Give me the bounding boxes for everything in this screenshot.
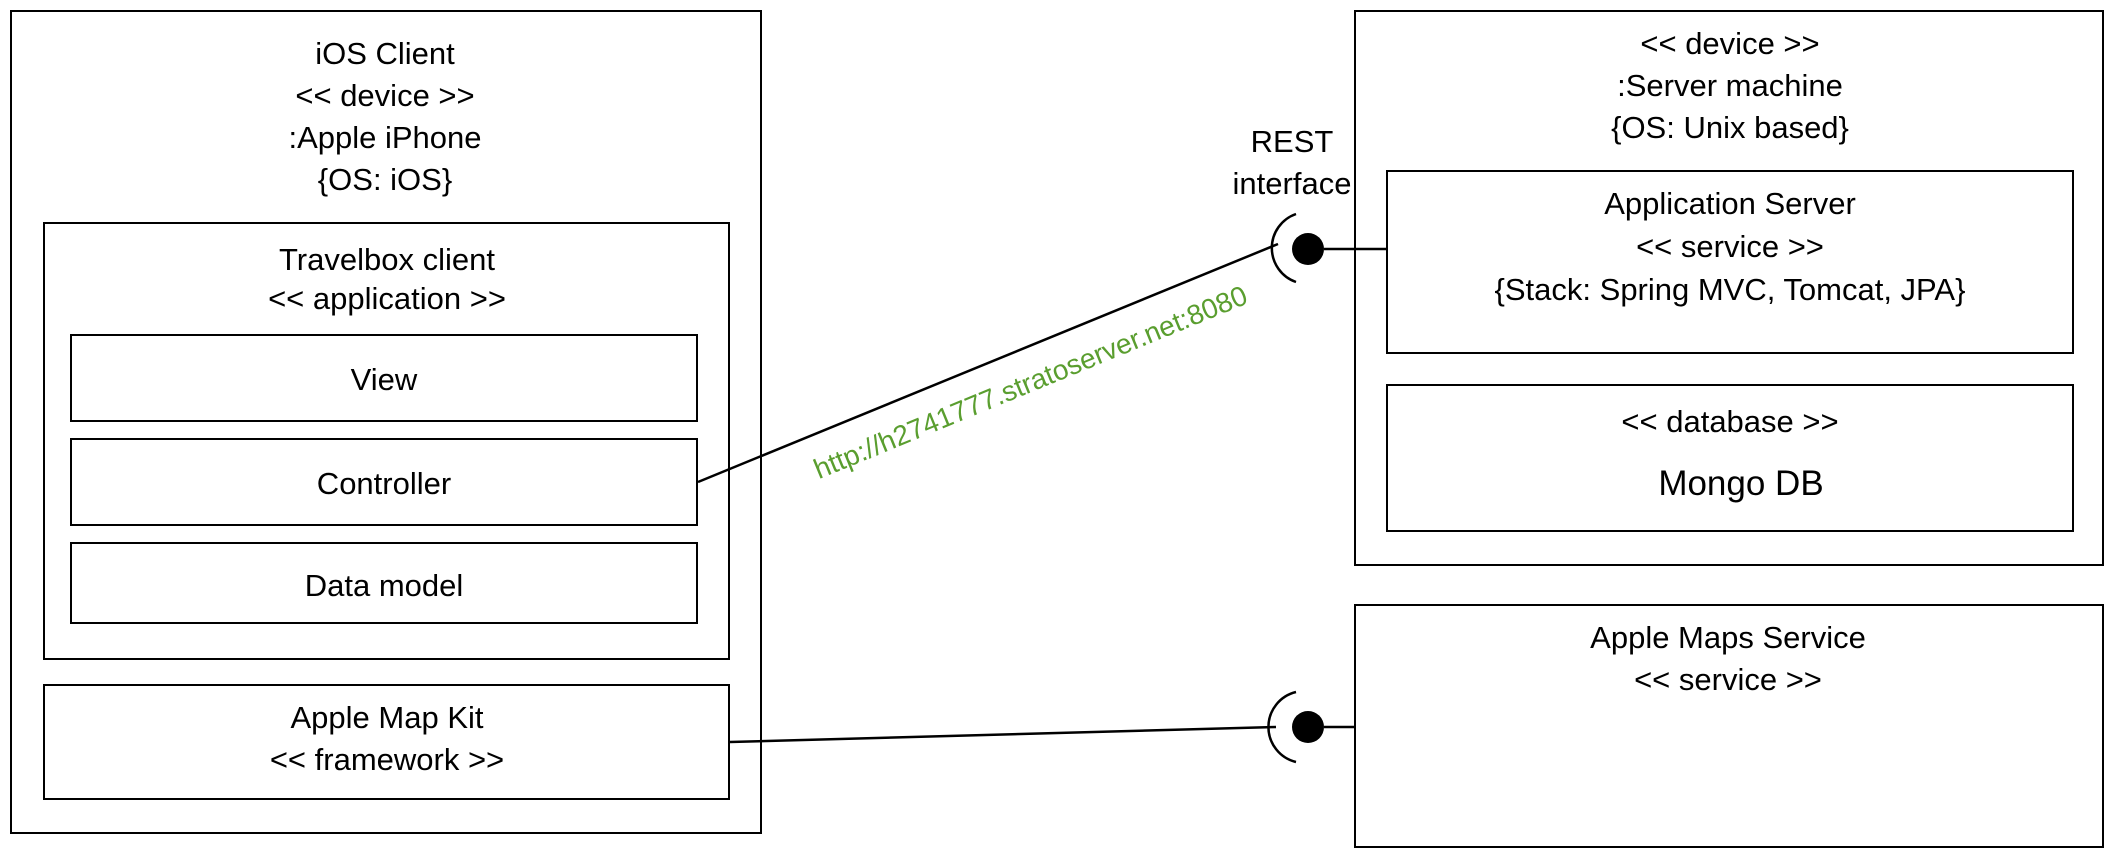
rest-interface-label-line2: interface <box>1232 166 1352 201</box>
apple-maps-service-stereotype: << service >> <box>1634 662 1822 697</box>
database-node <box>1386 384 2074 532</box>
application-server-title: Application Server <box>1604 186 1856 221</box>
data-model-component <box>70 542 698 624</box>
apple-maps-service-node <box>1354 604 2104 848</box>
travelbox-client-stereotype: << application >> <box>268 281 506 316</box>
ios-client-title: iOS Client <box>315 36 455 71</box>
ios-client-os: {OS: iOS} <box>317 162 453 197</box>
application-server-stereotype: << service >> <box>1636 229 1824 264</box>
view-component <box>70 334 698 422</box>
travelbox-client-node <box>43 222 730 660</box>
controller-component <box>70 438 698 526</box>
apple-maps-service-title: Apple Maps Service <box>1590 620 1866 655</box>
rest-socket-icon <box>1270 212 1297 284</box>
server-machine-node <box>1354 10 2104 566</box>
view-component-label: View <box>350 362 418 397</box>
travelbox-client-title: Travelbox client <box>279 242 495 277</box>
map-kit-to-maps-connector <box>729 725 1277 744</box>
apple-map-kit-stereotype: << framework >> <box>269 742 505 777</box>
application-server-node <box>1386 170 2074 354</box>
apple-map-kit-title: Apple Map Kit <box>290 700 484 735</box>
apple-map-kit-node <box>43 684 730 800</box>
server-machine-os: {OS: Unix based} <box>1611 110 1849 145</box>
controller-component-label: Controller <box>316 466 452 501</box>
maps-ball-icon <box>1292 711 1324 743</box>
data-model-component-label: Data model <box>304 568 464 603</box>
server-machine-stereotype: << device >> <box>1640 26 1820 61</box>
ios-client-stereotype: << device >> <box>295 78 475 113</box>
maps-socket-icon <box>1267 690 1297 764</box>
rest-interface-label-line1: REST <box>1250 124 1334 159</box>
controller-to-rest-connector <box>697 242 1279 484</box>
ios-client-instance: :Apple iPhone <box>288 120 482 155</box>
rest-ball-icon <box>1292 233 1324 265</box>
database-stereotype: << database >> <box>1621 404 1839 439</box>
application-server-stack: {Stack: Spring MVC, Tomcat, JPA} <box>1494 272 1966 307</box>
server-machine-instance: :Server machine <box>1617 68 1843 103</box>
database-name: Mongo DB <box>1658 464 1824 503</box>
ios-client-node <box>10 10 762 834</box>
